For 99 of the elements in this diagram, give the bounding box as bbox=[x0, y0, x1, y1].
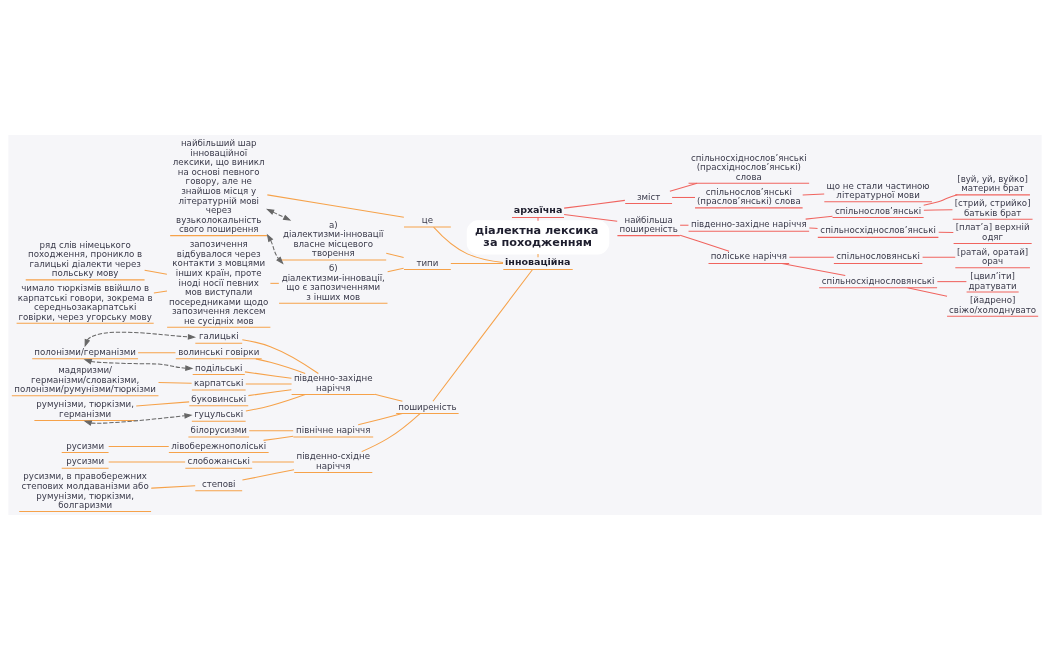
connector bbox=[679, 234, 730, 252]
node-text: румунізми, тюркізми, германізми bbox=[36, 399, 134, 419]
node-text: чимало тюркізмів ввійшло в карпатські говори, зокрема в середньозакарпатські говірки, через угорську мову bbox=[17, 283, 153, 322]
arrow bbox=[83, 358, 194, 372]
node-text: полонізми/германізми bbox=[34, 346, 136, 357]
connector bbox=[374, 393, 403, 402]
node-text: спільнословянські bbox=[836, 251, 920, 262]
node-text: [плат’а] верхній одяг bbox=[955, 222, 1030, 242]
node-text: гуцульські bbox=[194, 409, 244, 420]
connector bbox=[537, 253, 539, 258]
node-text: карпатські bbox=[193, 378, 244, 389]
node-text: що не стали частиною літературної мови bbox=[826, 180, 930, 201]
node-text: спільносхіднослов’янські bbox=[820, 225, 936, 236]
node-text: слобожанські bbox=[187, 456, 250, 467]
node-text: лівобережнополіські bbox=[171, 440, 267, 451]
node-text: архаїчна bbox=[513, 203, 563, 215]
connector bbox=[244, 371, 292, 379]
connector bbox=[247, 389, 292, 397]
connector bbox=[255, 358, 306, 374]
connector bbox=[135, 401, 190, 407]
node-text: запозичення відбувалося через контакти з мовцями інших країн, проте іноді носії певних мов виступали посередниками щодо запозичення лексем не сусідніх мов bbox=[169, 239, 269, 326]
connector bbox=[263, 435, 294, 441]
connector bbox=[245, 383, 293, 385]
node-text: поліське наріччя bbox=[710, 251, 788, 262]
connector bbox=[432, 269, 533, 402]
connector bbox=[537, 216, 539, 222]
node-text: [цвил’іти] дратувати bbox=[968, 271, 1017, 291]
connector bbox=[361, 413, 421, 453]
arrow bbox=[266, 233, 284, 265]
arrow bbox=[84, 331, 196, 348]
connector bbox=[923, 194, 958, 206]
connector bbox=[108, 461, 186, 463]
node-text: це bbox=[421, 215, 434, 226]
node-text: мадяризми/ германізми/словакізми, полонізми/румунізми/тюркізми bbox=[14, 365, 157, 395]
node-text: подільські bbox=[195, 362, 243, 373]
connector bbox=[153, 290, 168, 294]
connector bbox=[781, 262, 846, 277]
connector bbox=[671, 196, 696, 198]
connector bbox=[450, 262, 504, 264]
node-text: а) діалектизми-інновації власне місцевого творення bbox=[283, 219, 384, 259]
connector bbox=[563, 199, 626, 209]
node-text: б) діалектизми-інновації, що є запозиченнями з інших мов bbox=[281, 263, 385, 302]
connector bbox=[251, 461, 295, 463]
connector bbox=[150, 485, 196, 489]
node-text: русизми, в правобережних степових молдаванізми або румунізми, тюркізми, болгаризми bbox=[21, 471, 149, 511]
node-text: спільнослов’янські bbox=[835, 205, 922, 216]
connector bbox=[108, 445, 170, 447]
node-text: поширеність bbox=[398, 401, 457, 412]
node-box: діалектна лексика за походженням bbox=[466, 220, 610, 255]
node-text: південно-східне наріччя bbox=[296, 451, 371, 472]
node-text: русизми bbox=[66, 440, 105, 451]
connector bbox=[808, 227, 819, 229]
connector bbox=[269, 282, 280, 284]
node-text: найбільший шар інноваційної лексики, що виникл на основі певного говору, але не знайшов місця у літературній мові через вузьколокальність свого поширення bbox=[172, 138, 265, 235]
connector bbox=[922, 256, 956, 258]
node-text: білорусизми bbox=[190, 425, 247, 436]
node-text: спільнослов’янські (праслов’янські) слова bbox=[696, 186, 801, 207]
connector bbox=[248, 430, 294, 432]
connector bbox=[158, 381, 193, 384]
connector bbox=[266, 194, 405, 218]
node-text: південно-західне наріччя bbox=[691, 219, 807, 230]
connector bbox=[802, 193, 825, 196]
connector bbox=[805, 215, 833, 220]
arrow bbox=[266, 208, 292, 221]
node-text: волинські говірки bbox=[178, 346, 260, 357]
node-text: [вуй, уй, вуйко] материн брат bbox=[957, 173, 1028, 194]
connector bbox=[923, 209, 953, 211]
node-text: спільносхіднословянські bbox=[821, 275, 935, 286]
connector bbox=[669, 182, 698, 192]
node-text: галицькі bbox=[198, 331, 239, 342]
node-text: найбільша поширеність bbox=[619, 214, 678, 235]
node-text: буковинські bbox=[191, 393, 247, 404]
node-text: типи bbox=[416, 257, 439, 268]
node-text: інноваційна bbox=[505, 255, 571, 267]
node-text: південно-західне наріччя bbox=[293, 373, 373, 393]
arrow bbox=[83, 413, 193, 426]
connector bbox=[144, 269, 168, 275]
connector bbox=[245, 394, 306, 412]
node-text: ряд слів німецького походження, проникло в галицькі діалекти через польську мову bbox=[28, 239, 143, 279]
node-text: спільносхіднослов’янські (прасхіднослов’янські) слова bbox=[691, 152, 807, 182]
node-text: степові bbox=[201, 478, 236, 489]
connector bbox=[938, 231, 954, 233]
node-text: північне наріччя bbox=[296, 425, 371, 436]
connector bbox=[241, 339, 319, 375]
connector bbox=[357, 413, 403, 426]
node-text: [стрий, стрийко] батьків брат bbox=[954, 198, 1031, 218]
node-text: [йадрено] свіжо/холоднувато bbox=[949, 295, 1037, 315]
connector bbox=[906, 287, 948, 297]
connector bbox=[137, 352, 176, 354]
connector bbox=[563, 214, 618, 222]
node-text: [ратай, оратай] орач bbox=[957, 246, 1029, 267]
connector bbox=[433, 226, 504, 264]
connector bbox=[385, 252, 405, 259]
connector bbox=[387, 267, 405, 273]
connector bbox=[936, 281, 967, 283]
connector bbox=[241, 469, 295, 481]
node-text: русизми bbox=[66, 456, 105, 467]
node-text: зміст bbox=[636, 191, 661, 202]
connector bbox=[788, 256, 835, 258]
